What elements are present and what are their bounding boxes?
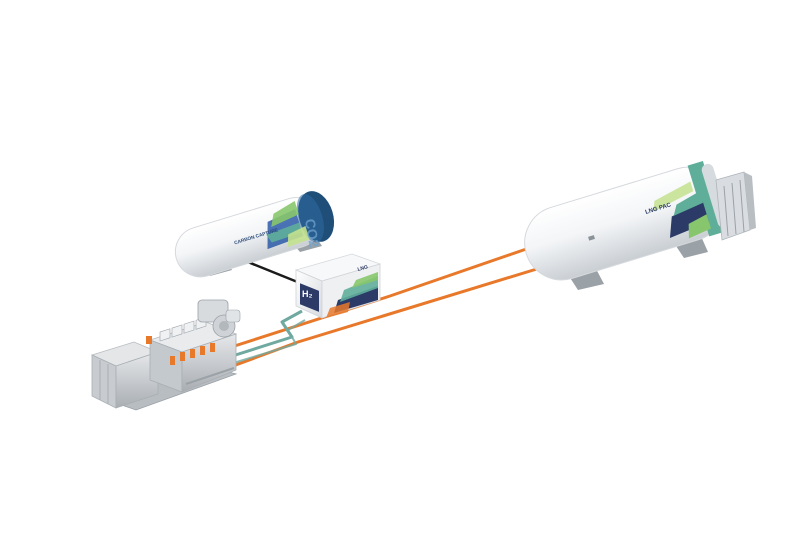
co2-end-text: CO2 [302,218,323,249]
lng-graphic [669,200,709,238]
turbocharger [197,299,241,338]
h2-pipe [225,309,303,360]
engine-generator-set [90,299,241,411]
lng-pipe-upper [220,244,537,352]
engine-block-front [181,333,237,393]
engine-orange-parts [146,336,215,365]
h2-label: H₂ [302,289,313,299]
h2-pipe-2 [229,319,306,365]
engine-lower-pipe [185,367,235,385]
h2-badge [300,283,319,312]
lng-pac-tank: LNG PAC [524,160,756,290]
lng-module-label: LNG [357,264,369,273]
generator-side [115,351,159,409]
lng-nameplate [588,235,595,241]
cylinder-heads [159,316,207,342]
cold-box [715,171,756,241]
lng-pipe-lower [220,266,542,372]
h2-lng-module: H₂ LNG [294,253,382,319]
carbon-capture-tank: CARBON CAPTURE CO2 [174,191,335,278]
pipe-network [220,244,542,372]
lng-end-ring [687,160,725,237]
